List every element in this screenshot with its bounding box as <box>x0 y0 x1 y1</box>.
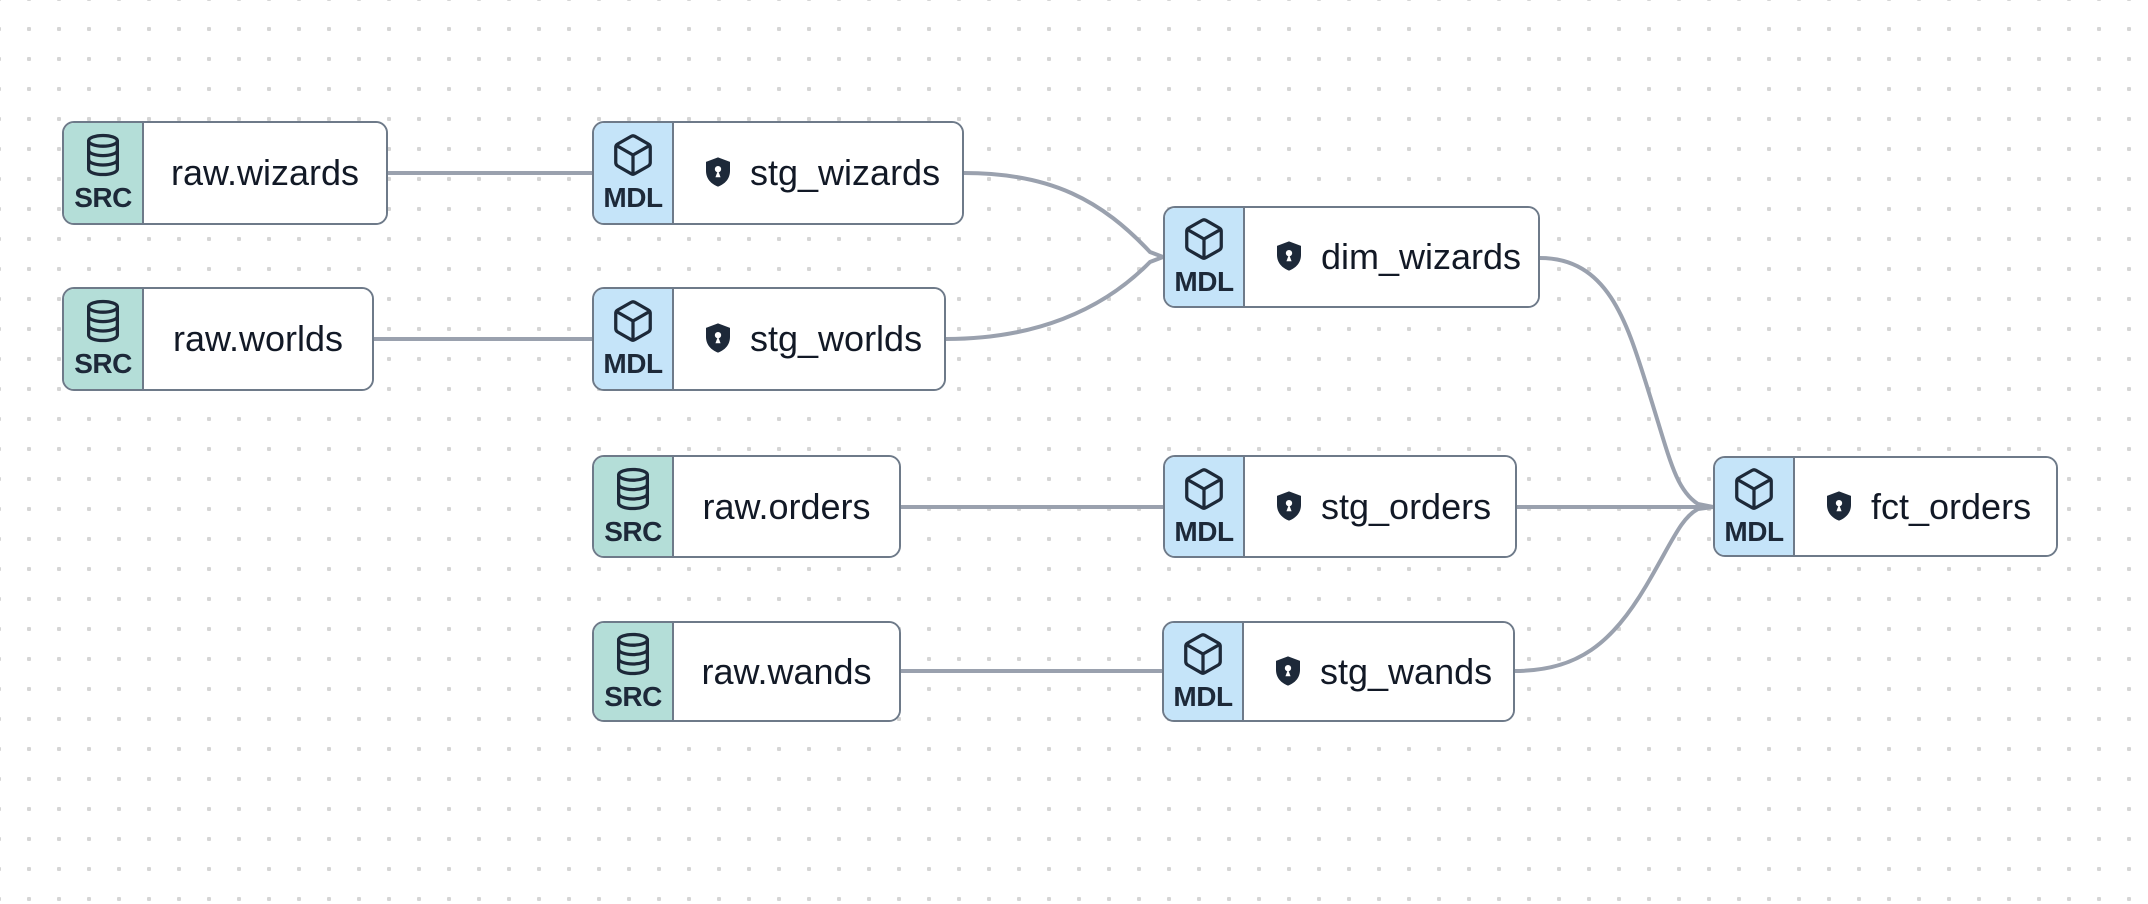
node-type-label: SRC <box>604 515 662 547</box>
node-name-area: raw.wizards <box>144 123 386 223</box>
node-name: dim_wizards <box>1321 236 1522 277</box>
lineage-node-raw_wizards[interactable]: SRC raw.wizards <box>62 121 388 225</box>
database-icon <box>616 632 650 675</box>
node-type-badge: MDL <box>594 289 674 389</box>
cube-icon <box>1185 467 1223 510</box>
node-name-area: stg_wizards <box>674 123 962 223</box>
node-name: raw.worlds <box>172 318 344 359</box>
node-name-area: fct_orders <box>1795 458 2056 555</box>
node-name-area: stg_worlds <box>674 289 944 389</box>
lineage-node-raw_orders[interactable]: SRC raw.orders <box>592 455 901 558</box>
cube-icon <box>1735 467 1773 510</box>
cube-icon <box>614 134 652 176</box>
shield-lock-icon <box>1277 490 1301 521</box>
node-type-label: SRC <box>604 680 662 712</box>
shield-lock-icon <box>706 323 730 353</box>
node-type-badge: MDL <box>594 123 674 223</box>
shield-lock-icon <box>1277 241 1301 271</box>
node-type-label: MDL <box>1174 266 1234 297</box>
node-type-badge: MDL <box>1165 208 1245 306</box>
lineage-node-raw_worlds[interactable]: SRC raw.worlds <box>62 287 374 391</box>
lineage-node-raw_wands[interactable]: SRC raw.wands <box>592 621 901 722</box>
node-name: raw.wands <box>701 650 872 692</box>
node-type-label: MDL <box>603 348 663 379</box>
database-icon <box>86 133 120 177</box>
node-name-area: raw.wands <box>674 623 899 720</box>
edge-stg_worlds-dim_wizards <box>944 255 1165 341</box>
lineage-node-stg_wands[interactable]: MDL stg_wands <box>1162 621 1515 722</box>
edge-stg_wands-fct_orders <box>1513 505 1715 673</box>
node-name: stg_wands <box>1320 650 1493 692</box>
node-type-label: SRC <box>74 182 132 213</box>
edge-stg_wizards-dim_wizards <box>962 171 1165 259</box>
node-type-label: MDL <box>603 182 663 213</box>
node-name: raw.orders <box>702 485 871 527</box>
node-type-badge: SRC <box>64 289 144 389</box>
edge-dim_wizards-fct_orders <box>1538 256 1715 509</box>
node-type-label: MDL <box>1174 515 1234 547</box>
lineage-node-stg_worlds[interactable]: MDL stg_worlds <box>592 287 946 391</box>
node-name-area: stg_orders <box>1245 457 1515 556</box>
node-name-area: stg_wands <box>1244 623 1513 720</box>
shield-lock-icon <box>706 157 730 187</box>
node-name: raw.wizards <box>170 152 360 193</box>
cube-icon <box>1184 632 1222 675</box>
shield-lock-icon <box>1827 490 1851 521</box>
node-name: stg_wizards <box>750 152 941 193</box>
node-name-area: dim_wizards <box>1245 208 1538 306</box>
lineage-node-stg_orders[interactable]: MDL stg_orders <box>1163 455 1517 558</box>
shield-lock-icon <box>1276 655 1300 686</box>
database-icon <box>616 467 650 510</box>
node-type-badge: MDL <box>1164 623 1244 720</box>
node-type-label: MDL <box>1173 680 1233 712</box>
database-icon <box>86 299 120 343</box>
node-name: stg_orders <box>1321 485 1492 527</box>
node-type-badge: MDL <box>1165 457 1245 556</box>
node-type-badge: SRC <box>64 123 144 223</box>
lineage-node-stg_wizards[interactable]: MDL stg_wizards <box>592 121 964 225</box>
lineage-node-dim_wizards[interactable]: MDL dim_wizards <box>1163 206 1540 308</box>
node-name: fct_orders <box>1871 485 2032 527</box>
node-name: stg_worlds <box>750 318 923 359</box>
node-type-badge: MDL <box>1715 458 1795 555</box>
cube-icon <box>1185 218 1223 260</box>
node-name-area: raw.worlds <box>144 289 372 389</box>
node-type-badge: SRC <box>594 623 674 720</box>
lineage-node-fct_orders[interactable]: MDL fct_orders <box>1713 456 2058 557</box>
node-type-badge: SRC <box>594 457 674 556</box>
cube-icon <box>614 300 652 342</box>
node-name-area: raw.orders <box>674 457 899 556</box>
node-type-label: SRC <box>74 348 132 379</box>
node-type-label: MDL <box>1724 515 1784 547</box>
